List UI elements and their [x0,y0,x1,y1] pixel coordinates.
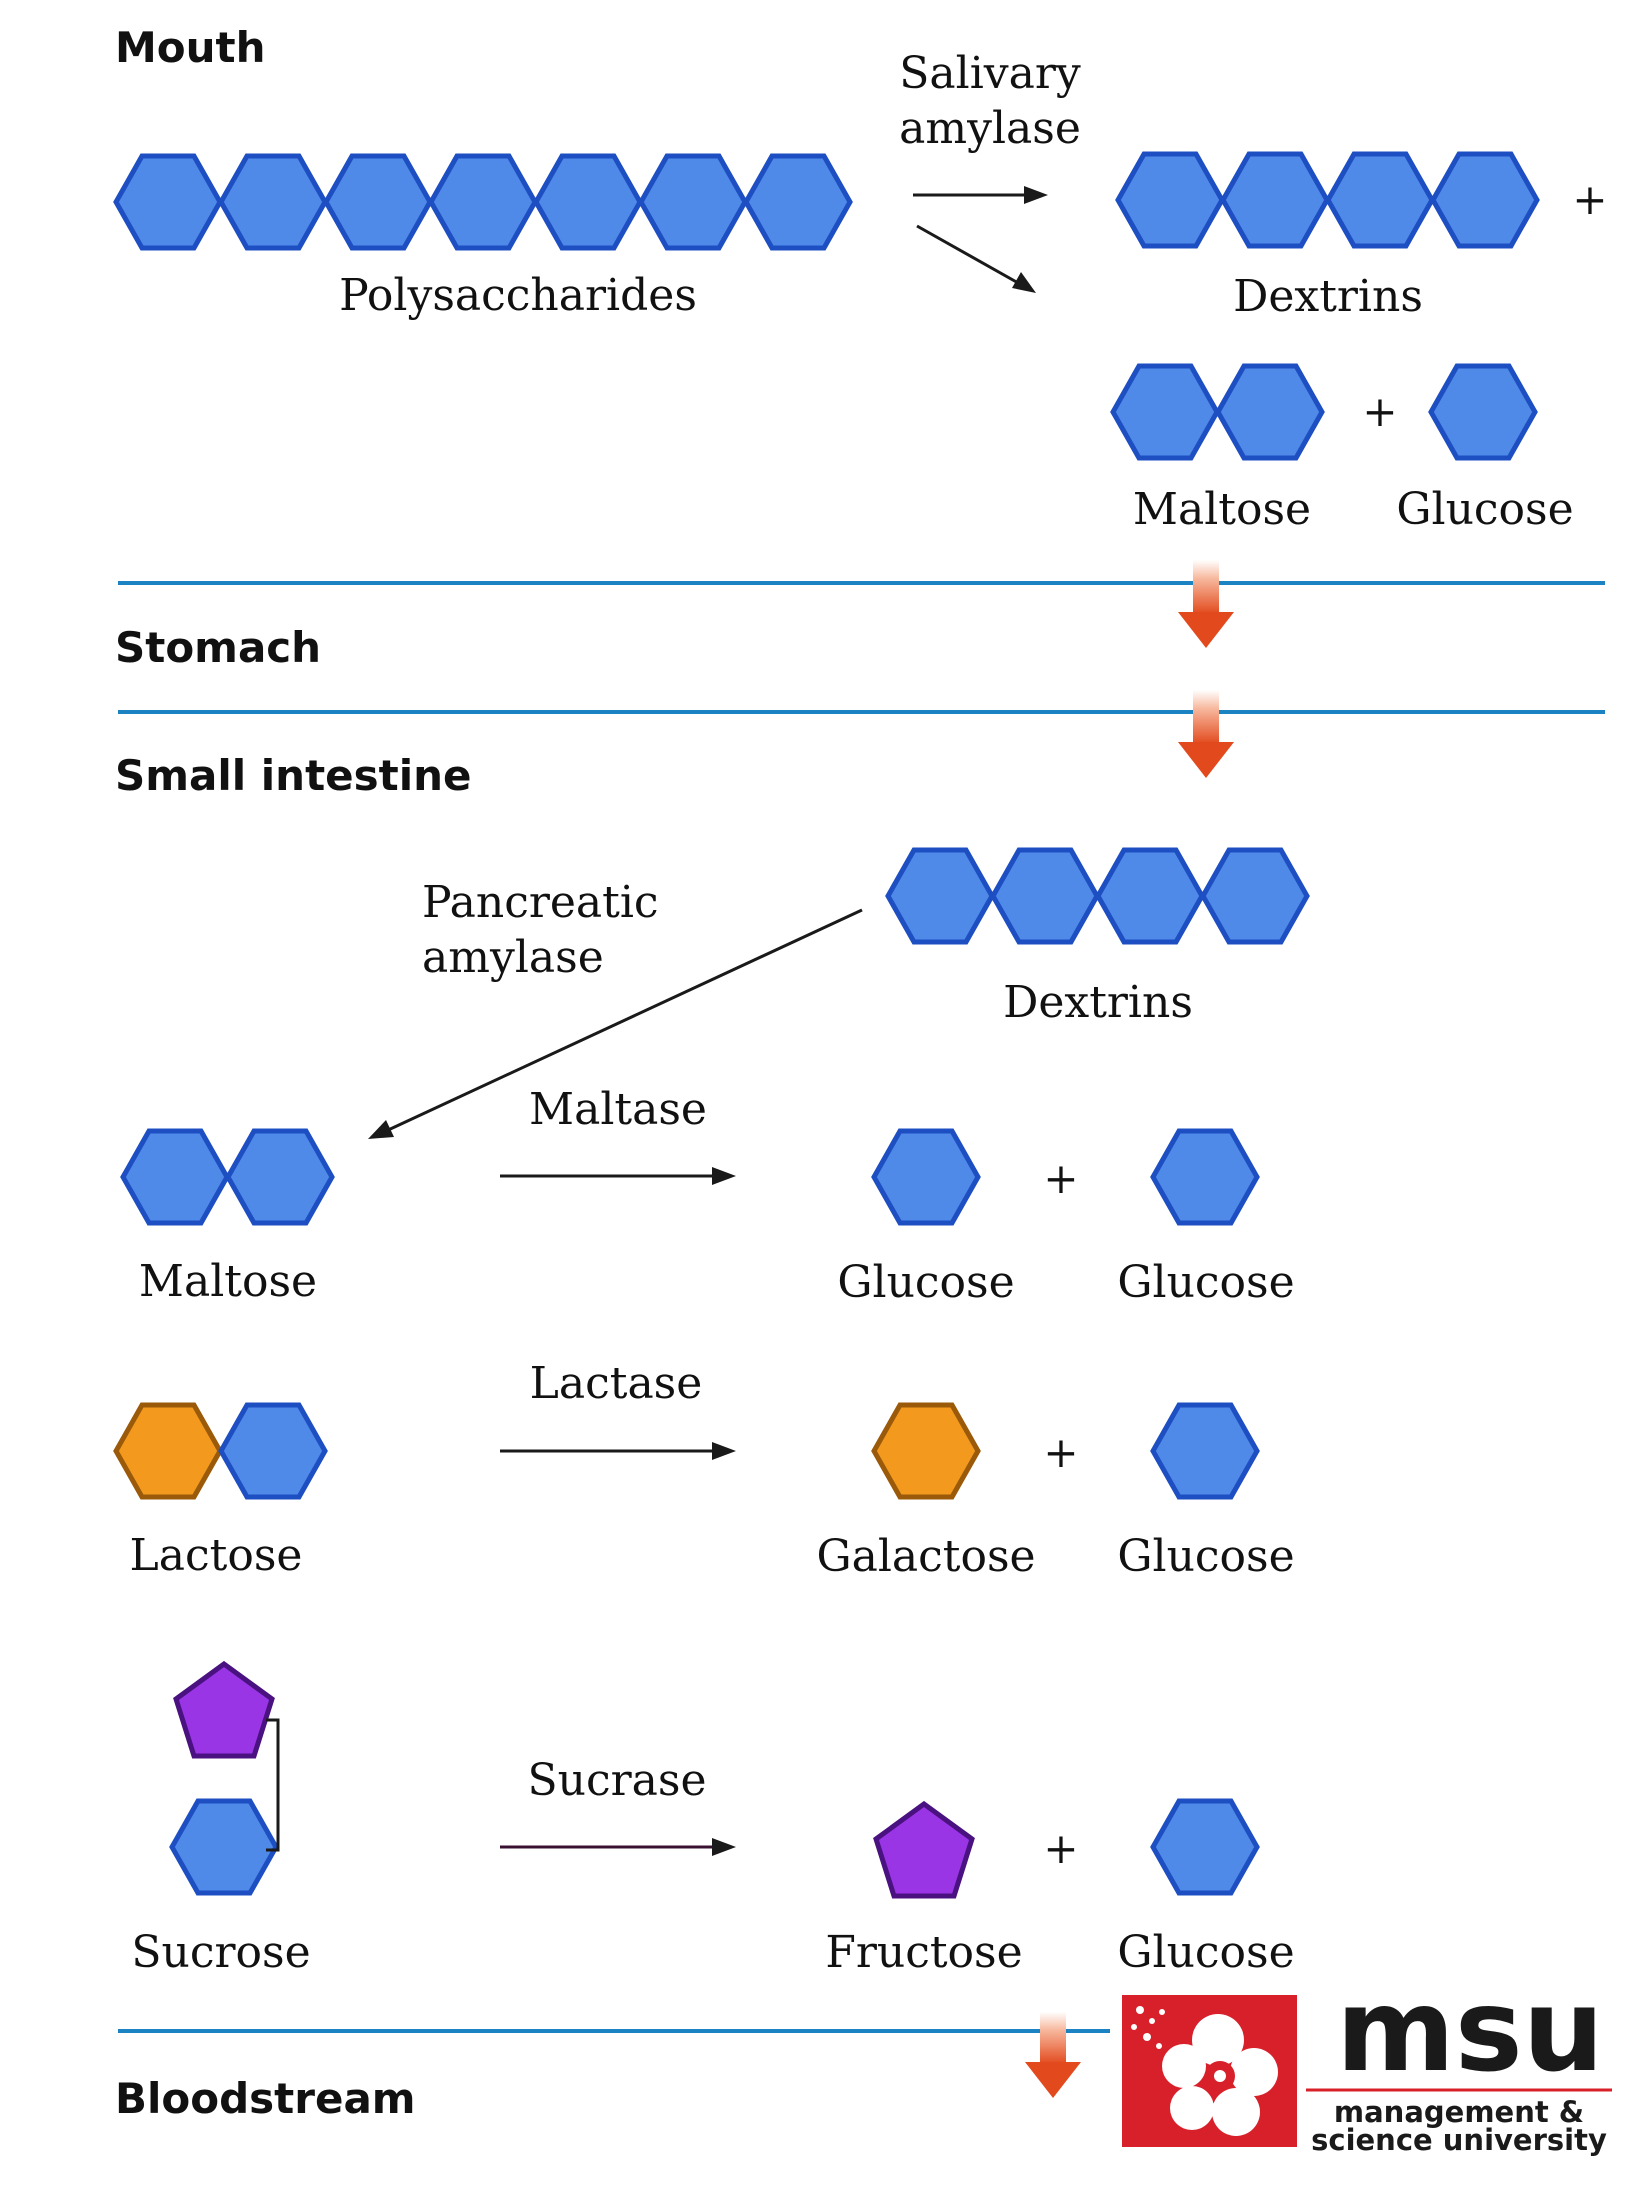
sucrase-product2-label: Glucose [1117,1927,1294,1978]
lactose-label: Lactose [130,1530,303,1581]
maltase-glucose-product-2 [1153,1131,1257,1223]
lactase-product2-label: Glucose [1117,1531,1294,1582]
flow-arrow-to-stomach [1178,560,1234,648]
lactase-glucose-product [1153,1405,1257,1497]
polysaccharides-label: Polysaccharides [339,270,697,321]
lactase-label: Lactase [530,1358,703,1409]
galactose-product [874,1405,978,1497]
sucrase-label: Sucrase [527,1755,706,1806]
sucrase-arrow [500,1838,736,1856]
lactase-product1-label: Galactose [816,1531,1035,1582]
mouth-maltose-molecule [1113,366,1322,458]
plus-sign-sucrase: + [1043,1824,1078,1873]
intestine-dextrins-chain [888,850,1307,942]
maltase-arrow [500,1167,736,1185]
plus-sign-maltase: + [1043,1154,1078,1203]
plus-sign-maltose-glucose: + [1362,387,1397,436]
mouth-dextrins-chain [1118,154,1537,246]
section-label-small-intestine: Small intestine [115,751,472,800]
maltase-label: Maltase [529,1084,707,1135]
plus-sign-lactase: + [1043,1428,1078,1477]
intestine-dextrins-label: Dextrins [1003,977,1193,1028]
section-label-stomach: Stomach [115,623,321,672]
msu-logo-line2: science university [1311,2123,1607,2157]
sucrase-product1-label: Fructose [825,1927,1022,1978]
maltase-product1-label: Glucose [837,1257,1014,1308]
mouth-glucose-molecule [1431,366,1535,458]
maltose-molecule [123,1131,332,1223]
sucrase-glucose-product [1153,1801,1257,1893]
pancreatic-amylase-arrow [368,908,863,1139]
msu-logo-wordmark: msu [1336,1964,1604,2097]
section-label-mouth: Mouth [115,23,266,72]
salivary-amylase-label-line1: Salivary [899,48,1081,99]
sucrose-molecule [172,1664,280,1893]
salivary-arrow-to-maltose [916,224,1036,293]
mouth-dextrins-label: Dextrins [1233,271,1423,322]
msu-logo: msu management & science university [1122,1964,1612,2157]
polysaccharide-chain [116,156,850,248]
maltose-label: Maltose [139,1256,317,1307]
salivary-arrow-to-dextrins [913,186,1048,204]
flow-arrow-to-bloodstream [1025,2012,1081,2098]
section-label-bloodstream: Bloodstream [115,2074,416,2123]
msu-logo-line1: management & [1334,2095,1584,2129]
plus-sign-dextrins: + [1572,175,1607,224]
flow-arrow-to-small-intestine [1178,690,1234,778]
fructose-product [876,1804,972,1896]
maltase-glucose-product-1 [874,1131,978,1223]
pancreatic-amylase-label-line2: amylase [422,932,604,983]
mouth-glucose-label: Glucose [1396,484,1573,535]
lactase-arrow [500,1442,736,1460]
lactose-molecule [116,1405,325,1497]
salivary-amylase-label-line2: amylase [899,103,1081,154]
pancreatic-amylase-label-line1: Pancreatic [422,877,659,928]
maltase-product2-label: Glucose [1117,1257,1294,1308]
sucrose-label: Sucrose [131,1927,310,1978]
mouth-maltose-label: Maltose [1133,484,1311,535]
